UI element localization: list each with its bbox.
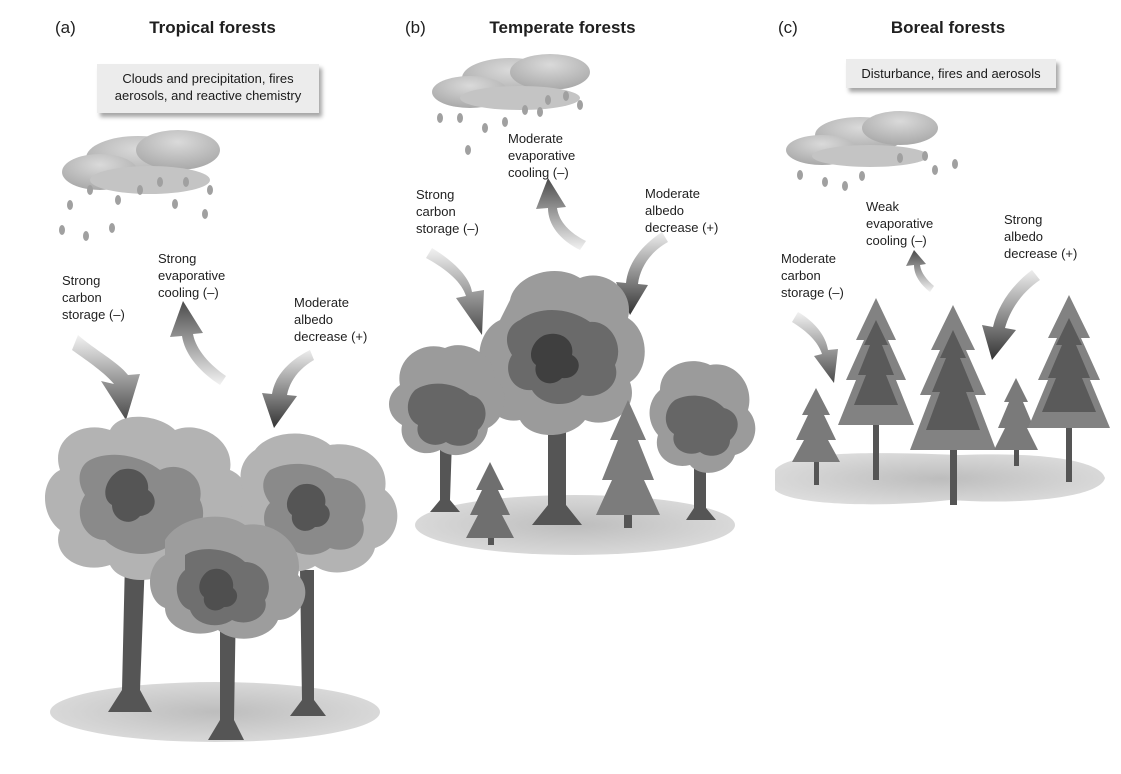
rain-cloud-icon	[59, 130, 220, 241]
panel-c-letter: (c)	[778, 18, 798, 37]
carbon-arrow-icon	[426, 248, 484, 335]
carbon-arrow-icon	[72, 335, 140, 420]
evaporation-arrow-icon	[170, 301, 226, 385]
albedo-arrow-icon	[262, 350, 314, 428]
panel-a-info-box: Clouds and precipitation, fires aerosols…	[97, 64, 319, 113]
panel-c-info-box: Disturbance, fires and aerosols	[846, 59, 1056, 88]
panel-a-albedo-label: Moderate albedo decrease (+)	[294, 295, 368, 344]
panel-b-carbon-label: Strong carbon storage (–)	[416, 187, 479, 236]
panel-b-title: Temperate forests	[489, 18, 636, 37]
panel-c-art	[775, 111, 1110, 505]
albedo-arrow-icon	[982, 270, 1040, 360]
evaporation-arrow-icon	[906, 250, 934, 292]
panel-c-title: Boreal forests	[890, 18, 1006, 37]
carbon-arrow-icon	[792, 312, 838, 383]
evaporation-arrow-icon	[536, 178, 586, 250]
panel-c-albedo-label: Strong albedo decrease (+)	[1004, 212, 1078, 261]
panel-b-art	[388, 54, 756, 555]
panel-a-evaporative-label: Strong evaporative cooling (–)	[158, 251, 226, 300]
albedo-arrow-icon	[616, 232, 668, 315]
panel-b-letter: (b)	[405, 18, 426, 37]
panel-c-evaporative-label: Weak evaporative cooling (–)	[866, 199, 934, 248]
panel-a-art	[45, 130, 398, 742]
panel-a-title: Tropical forests	[149, 18, 276, 37]
rain-cloud-icon	[432, 54, 590, 155]
panel-a-letter: (a)	[55, 18, 76, 37]
panel-b-evaporative-label: Moderate evaporative cooling (–)	[508, 131, 576, 180]
panel-c-carbon-label: Moderate carbon storage (–)	[781, 251, 844, 300]
ground-shadow	[775, 453, 1105, 505]
panel-a-carbon-label: Strong carbon storage (–)	[62, 273, 125, 322]
rain-cloud-icon	[786, 111, 958, 191]
tropical-canopy	[45, 416, 398, 639]
panel-b-albedo-label: Moderate albedo decrease (+)	[645, 186, 719, 235]
